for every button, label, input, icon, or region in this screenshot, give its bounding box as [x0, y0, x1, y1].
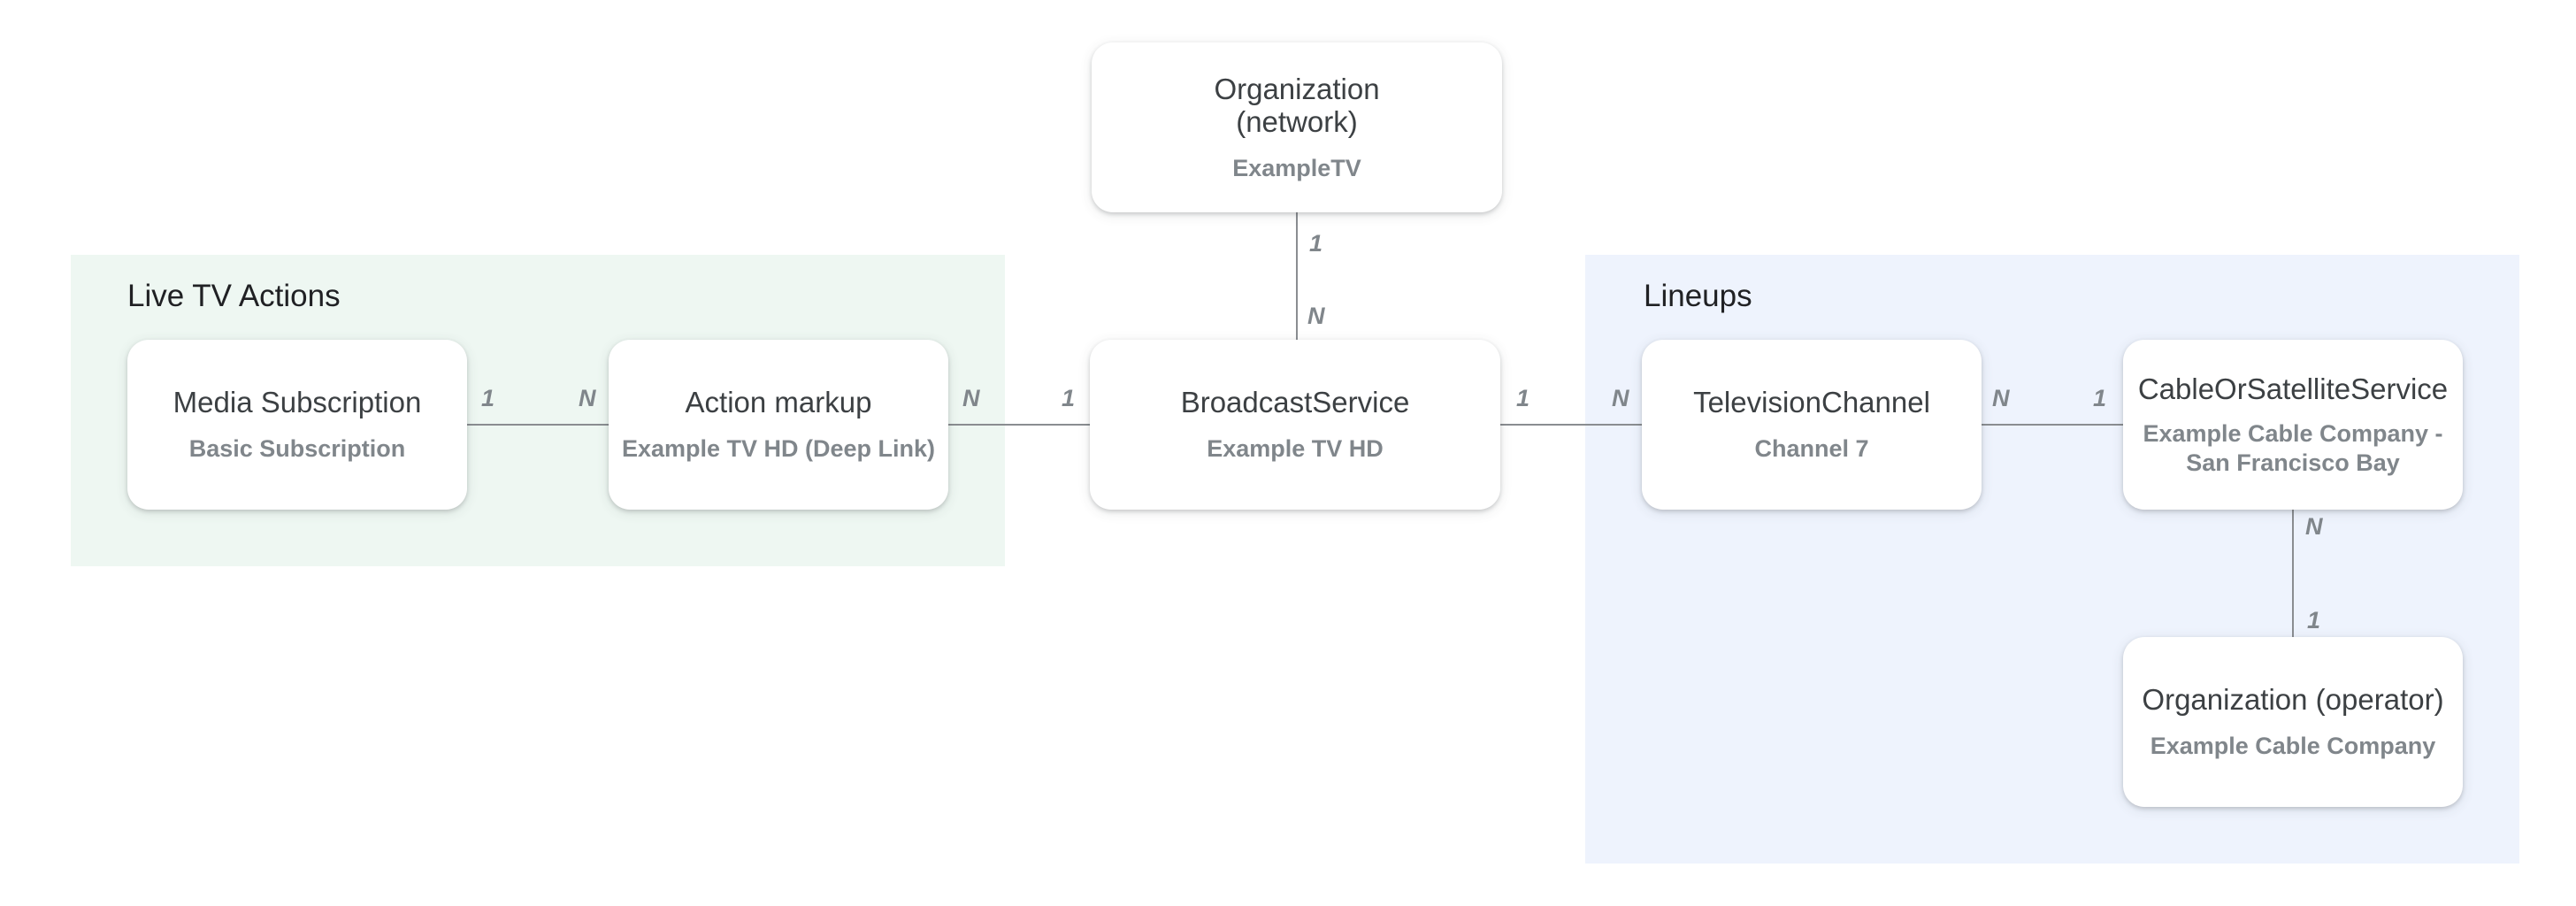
cardinality-label: 1 — [1516, 385, 1530, 411]
cardinality-label: N — [1307, 303, 1325, 329]
node-television-channel[interactable]: TelevisionChannel Channel 7 — [1642, 340, 1982, 510]
cardinality-label: 1 — [1062, 385, 1076, 411]
cardinality-label: 1 — [1309, 230, 1323, 257]
cardinality-label: 1 — [481, 385, 495, 411]
connector-cable-operator — [2292, 510, 2294, 637]
connector-subscription-action — [467, 424, 609, 426]
lineups-title: Lineups — [1644, 279, 1752, 313]
cardinality-label: N — [2305, 513, 2323, 540]
node-subtitle: Example Cable Company - San Francisco Ba… — [2143, 419, 2443, 476]
node-title: Action markup — [685, 386, 872, 418]
node-title: CableOrSatelliteService — [2137, 372, 2449, 405]
node-organization-operator[interactable]: Organization (operator) Example Cable Co… — [2123, 637, 2463, 807]
node-subtitle: Example TV HD — [1207, 435, 1384, 462]
connector-broadcast-channel — [1500, 424, 1642, 426]
node-title: TelevisionChannel — [1693, 386, 1930, 418]
node-subtitle: Channel 7 — [1754, 435, 1869, 462]
cardinality-label: N — [1612, 385, 1629, 411]
node-cable-or-satellite-service[interactable]: CableOrSatelliteService Example Cable Co… — [2123, 340, 2463, 510]
node-title: BroadcastService — [1180, 386, 1410, 418]
connector-org-network-broadcast — [1296, 212, 1298, 340]
cardinality-label: N — [962, 385, 980, 411]
cardinality-label: N — [579, 385, 596, 411]
node-broadcast-service[interactable]: BroadcastService Example TV HD — [1090, 340, 1500, 510]
node-title: Organization (network) — [1214, 72, 1380, 138]
node-title: Organization (operator) — [2142, 683, 2444, 716]
cardinality-label: 1 — [2307, 607, 2321, 633]
node-media-subscription[interactable]: Media Subscription Basic Subscription — [127, 340, 467, 510]
node-subtitle: Example Cable Company — [2150, 733, 2436, 759]
cardinality-label: 1 — [2093, 385, 2107, 411]
cardinality-label: N — [1992, 385, 2010, 411]
node-organization-network[interactable]: Organization (network) ExampleTV — [1092, 42, 1502, 212]
node-subtitle: ExampleTV — [1232, 154, 1361, 181]
connector-channel-cable — [1982, 424, 2123, 426]
connector-action-broadcast — [948, 424, 1090, 426]
node-action-markup[interactable]: Action markup Example TV HD (Deep Link) — [609, 340, 948, 510]
live-tv-actions-title: Live TV Actions — [127, 279, 341, 313]
node-subtitle: Example TV HD (Deep Link) — [621, 435, 936, 462]
node-subtitle: Basic Subscription — [188, 435, 406, 462]
node-title: Media Subscription — [172, 386, 422, 418]
